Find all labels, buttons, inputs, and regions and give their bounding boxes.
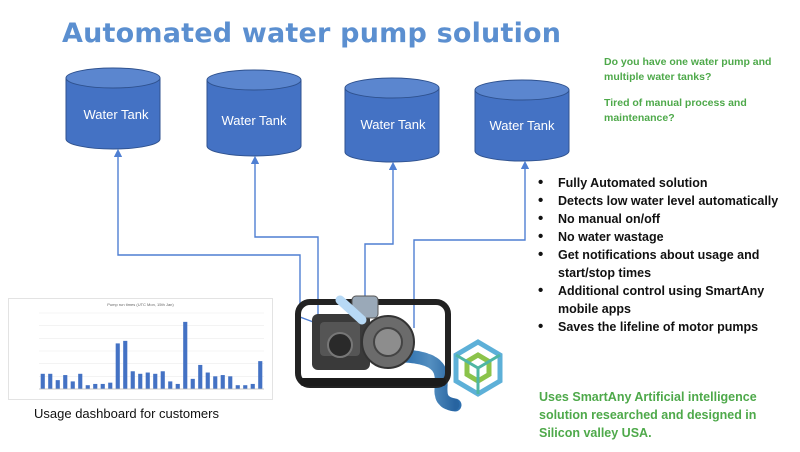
dashboard-bar (258, 361, 263, 389)
dashboard-bar (93, 383, 98, 389)
feature-item: Additional control using SmartAny mobile… (538, 282, 793, 318)
dashboard-bar (100, 383, 105, 389)
dashboard-bar (153, 373, 158, 389)
dashboard-bar (123, 340, 128, 389)
usage-dashboard-chart: Pump run times (UTC Mon, 15th Jan) (8, 298, 273, 400)
pipe-to-tank-3 (364, 161, 398, 308)
dashboard-bar (220, 375, 225, 389)
smartany-logo-icon (453, 339, 503, 397)
dashboard-bar (138, 373, 143, 389)
dashboard-bar (108, 382, 113, 389)
dashboard-bar (235, 385, 240, 389)
dashboard-bar (243, 385, 248, 389)
feature-item: Saves the lifeline of motor pumps (538, 318, 793, 336)
dashboard-bar (63, 375, 68, 389)
feature-item: Detects low water level automatically (538, 192, 793, 210)
dashboard-bar (48, 373, 53, 389)
side-question-pumps: Do you have one water pump and multiple … (604, 56, 772, 83)
side-question-manual: Tired of manual process and maintenance? (604, 97, 747, 124)
dashboard-bar (160, 371, 165, 389)
page-title: Automated water pump solution (62, 18, 562, 49)
dashboard-bar (145, 372, 150, 389)
water-tank-1 (65, 67, 161, 150)
feature-item: Get notifications about usage and start/… (538, 246, 793, 282)
dashboard-bar (78, 373, 83, 389)
tagline: Uses SmartAny Artificial intelligence so… (539, 390, 757, 440)
feature-item: Fully Automated solution (538, 174, 793, 192)
dashboard-bar (190, 378, 195, 389)
dashboard-bar (250, 383, 255, 389)
dashboard-bar (55, 380, 60, 389)
dashboard-bar (183, 321, 188, 389)
pipe-to-tank-4 (413, 160, 530, 328)
dashboard-bar (198, 364, 203, 389)
dashboard-bar (175, 383, 180, 389)
dashboard-caption: Usage dashboard for customers (34, 406, 219, 421)
tank-label-3: Water Tank (360, 117, 426, 132)
water-pump-image (295, 295, 462, 412)
dashboard-bar (85, 385, 90, 389)
dashboard-bar (40, 373, 45, 389)
dashboard-bar (70, 381, 75, 389)
feature-item: No water wastage (538, 228, 793, 246)
dashboard-bar (115, 343, 120, 389)
dashboard-chart-title: Pump run times (UTC Mon, 15th Jan) (107, 302, 174, 307)
dashboard-bar (213, 376, 218, 389)
tank-label-1: Water Tank (83, 107, 149, 122)
tank-label-4: Water Tank (489, 118, 555, 133)
dashboard-bar (205, 372, 210, 389)
tank-label-2: Water Tank (221, 113, 287, 128)
water-tank-3 (344, 77, 440, 163)
pipe-to-tank-2 (250, 155, 356, 319)
dashboard-bar (168, 381, 173, 389)
dashboard-bar (130, 371, 135, 389)
dashboard-bar-chart (39, 312, 264, 390)
feature-list: Fully Automated solution Detects low wat… (538, 174, 793, 336)
dashboard-bar (228, 376, 233, 389)
feature-item: No manual on/off (538, 210, 793, 228)
